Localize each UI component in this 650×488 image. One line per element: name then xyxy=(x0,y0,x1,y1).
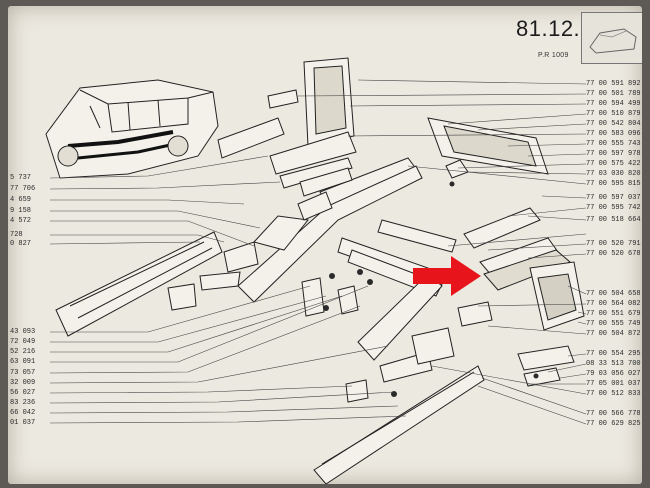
left-ref: 0 827 xyxy=(10,240,32,248)
right-ref: 77 05 001 037 xyxy=(586,380,641,388)
right-ref: 77 00 566 778 xyxy=(586,410,641,418)
sub-reference: P.R 1009 xyxy=(538,52,569,59)
red-arrow-icon xyxy=(413,256,481,296)
right-ref: 77 00 583 096 xyxy=(586,130,641,138)
right-ref: 77 00 555 749 xyxy=(586,320,641,328)
right-ref: 77 00 575 422 xyxy=(586,160,641,168)
left-ref: 43 093 xyxy=(10,328,36,336)
left-ref: 72 049 xyxy=(10,338,36,346)
left-ref: 77 706 xyxy=(10,185,36,193)
left-ref: 52 216 xyxy=(10,348,36,356)
right-ref: 77 00 629 825 xyxy=(586,420,641,428)
left-leader-lines xyxy=(49,155,407,424)
left-ref: 01 037 xyxy=(10,419,36,427)
left-ref: 63 091 xyxy=(10,358,36,366)
right-ref: 77 00 501 789 xyxy=(586,90,641,98)
left-ref: 4 659 xyxy=(10,196,32,204)
left-ref: 9 158 xyxy=(10,207,32,215)
right-ref: 77 00 591 892 xyxy=(586,80,641,88)
left-ref: 56 027 xyxy=(10,389,36,397)
right-ref: 77 00 504 872 xyxy=(586,330,641,338)
car-body-illustration xyxy=(45,79,219,179)
right-ref: 77 00 597 978 xyxy=(586,150,641,158)
thumbnail-box xyxy=(581,12,642,64)
right-ref: 77 00 510 879 xyxy=(586,110,641,118)
right-ref: 77 00 595 815 xyxy=(586,180,641,188)
right-ref: 77 00 597 037 xyxy=(586,194,641,202)
right-ref: 77 03 030 820 xyxy=(586,170,641,178)
right-leader-lines xyxy=(297,79,587,425)
left-ref: 73 057 xyxy=(10,369,36,377)
right-ref: 77 00 520 791 xyxy=(586,240,641,248)
right-ref: 77 00 518 664 xyxy=(586,216,641,224)
right-ref: 77 00 564 082 xyxy=(586,300,641,308)
right-ref: 77 00 551 679 xyxy=(586,310,641,318)
right-ref: 77 00 520 678 xyxy=(586,250,641,258)
left-ref: 66 042 xyxy=(10,409,36,417)
section-code: 81.12.1 xyxy=(516,16,593,41)
right-ref: 77 00 594 499 xyxy=(586,100,641,108)
right-ref: 77 00 554 295 xyxy=(586,350,641,358)
right-ref: 77 00 555 743 xyxy=(586,140,641,148)
catalog-page: 81.12.1 P.R 1009 xyxy=(8,6,642,484)
left-ref: 32 009 xyxy=(10,379,36,387)
thumbnail-car-icon xyxy=(589,28,637,54)
left-ref: 4 572 xyxy=(10,217,32,225)
left-ref: 728 xyxy=(10,231,23,239)
right-ref: 77 00 542 804 xyxy=(586,120,641,128)
right-ref: 77 00 595 742 xyxy=(586,204,641,212)
right-ref: 79 03 056 027 xyxy=(586,370,641,378)
left-ref: 5 737 xyxy=(10,174,32,182)
exploded-parts-diagram xyxy=(45,57,587,484)
right-ref: 08 33 513 700 xyxy=(586,360,641,368)
left-ref: 83 236 xyxy=(10,399,36,407)
right-ref: 77 00 512 833 xyxy=(586,390,641,398)
right-ref: 77 00 504 658 xyxy=(586,290,641,298)
fasteners xyxy=(323,181,539,397)
